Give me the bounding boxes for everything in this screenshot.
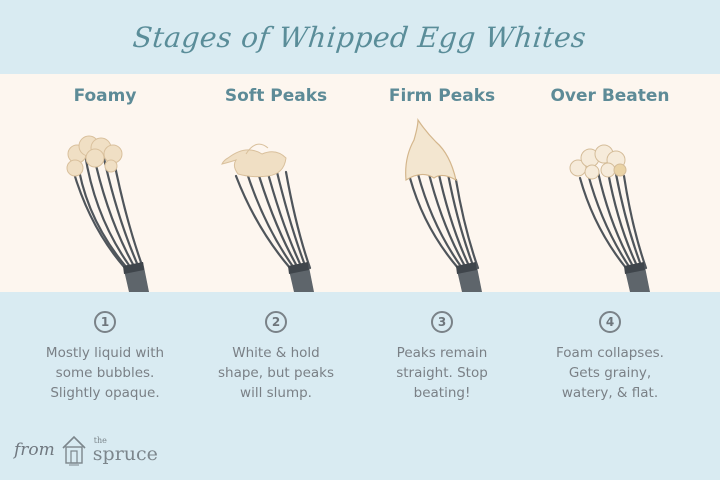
whisk-soft-peaks-illustration	[221, 143, 314, 292]
brand-footer: from the spruce	[14, 432, 158, 468]
stage-column-foamy: Foamy 1 Mostly liquid with some bubbles.…	[15, 0, 195, 480]
brand-name: spruce	[92, 442, 158, 465]
description-line: straight. Stop	[396, 365, 488, 381]
description-line: Gets grainy,	[568, 365, 652, 381]
stage-description: Mostly liquid with some bubbles. Slightl…	[25, 343, 185, 403]
whisk-foamy-illustration	[66, 135, 149, 292]
stage-description: Peaks remain straight. Stop beating!	[362, 343, 522, 403]
stage-title: Soft Peaks	[224, 86, 328, 106]
description-line: Mostly liquid with	[45, 345, 165, 361]
description-line: Foam collapses.	[556, 345, 664, 361]
stage-title: Foamy	[73, 86, 137, 106]
step-number-badge: 4	[599, 311, 621, 333]
stage-description: White & hold shape, but peaks will slump…	[196, 343, 356, 403]
from-label: from	[14, 440, 55, 460]
whisk-firm-peaks-illustration	[405, 118, 482, 292]
description-line: watery, & flat.	[561, 385, 659, 401]
step-number-badge: 3	[431, 311, 453, 333]
stage-column-over-beaten: Over Beaten 4 Foam collapses. Gets grain…	[520, 0, 700, 480]
description-line: shape, but peaks	[217, 365, 335, 381]
brand-the: the	[93, 435, 107, 445]
description-line: Peaks remain	[396, 345, 488, 361]
brand-logo: the spruce	[92, 435, 158, 465]
stage-column-firm-peaks: Firm Peaks 3 Peaks remain straight. Stop…	[352, 0, 532, 480]
stage-title: Firm Peaks	[388, 86, 496, 106]
step-number-badge: 1	[94, 311, 116, 333]
description-line: some bubbles.	[55, 365, 155, 381]
stage-column-soft-peaks: Soft Peaks 2 White & hold shape, but pea…	[186, 0, 366, 480]
whisk-over-beaten-illustration	[569, 144, 650, 292]
description-line: beating!	[413, 385, 471, 401]
description-line: Slightly opaque.	[50, 385, 160, 401]
description-line: White & hold	[232, 345, 320, 361]
stage-title: Over Beaten	[550, 86, 670, 106]
stage-description: Foam collapses. Gets grainy, watery, & f…	[530, 343, 690, 403]
description-line: will slump.	[240, 385, 312, 401]
house-icon	[62, 435, 86, 466]
step-number-badge: 2	[265, 311, 287, 333]
header-band: Stages of Whipped Egg Whites	[0, 0, 720, 74]
